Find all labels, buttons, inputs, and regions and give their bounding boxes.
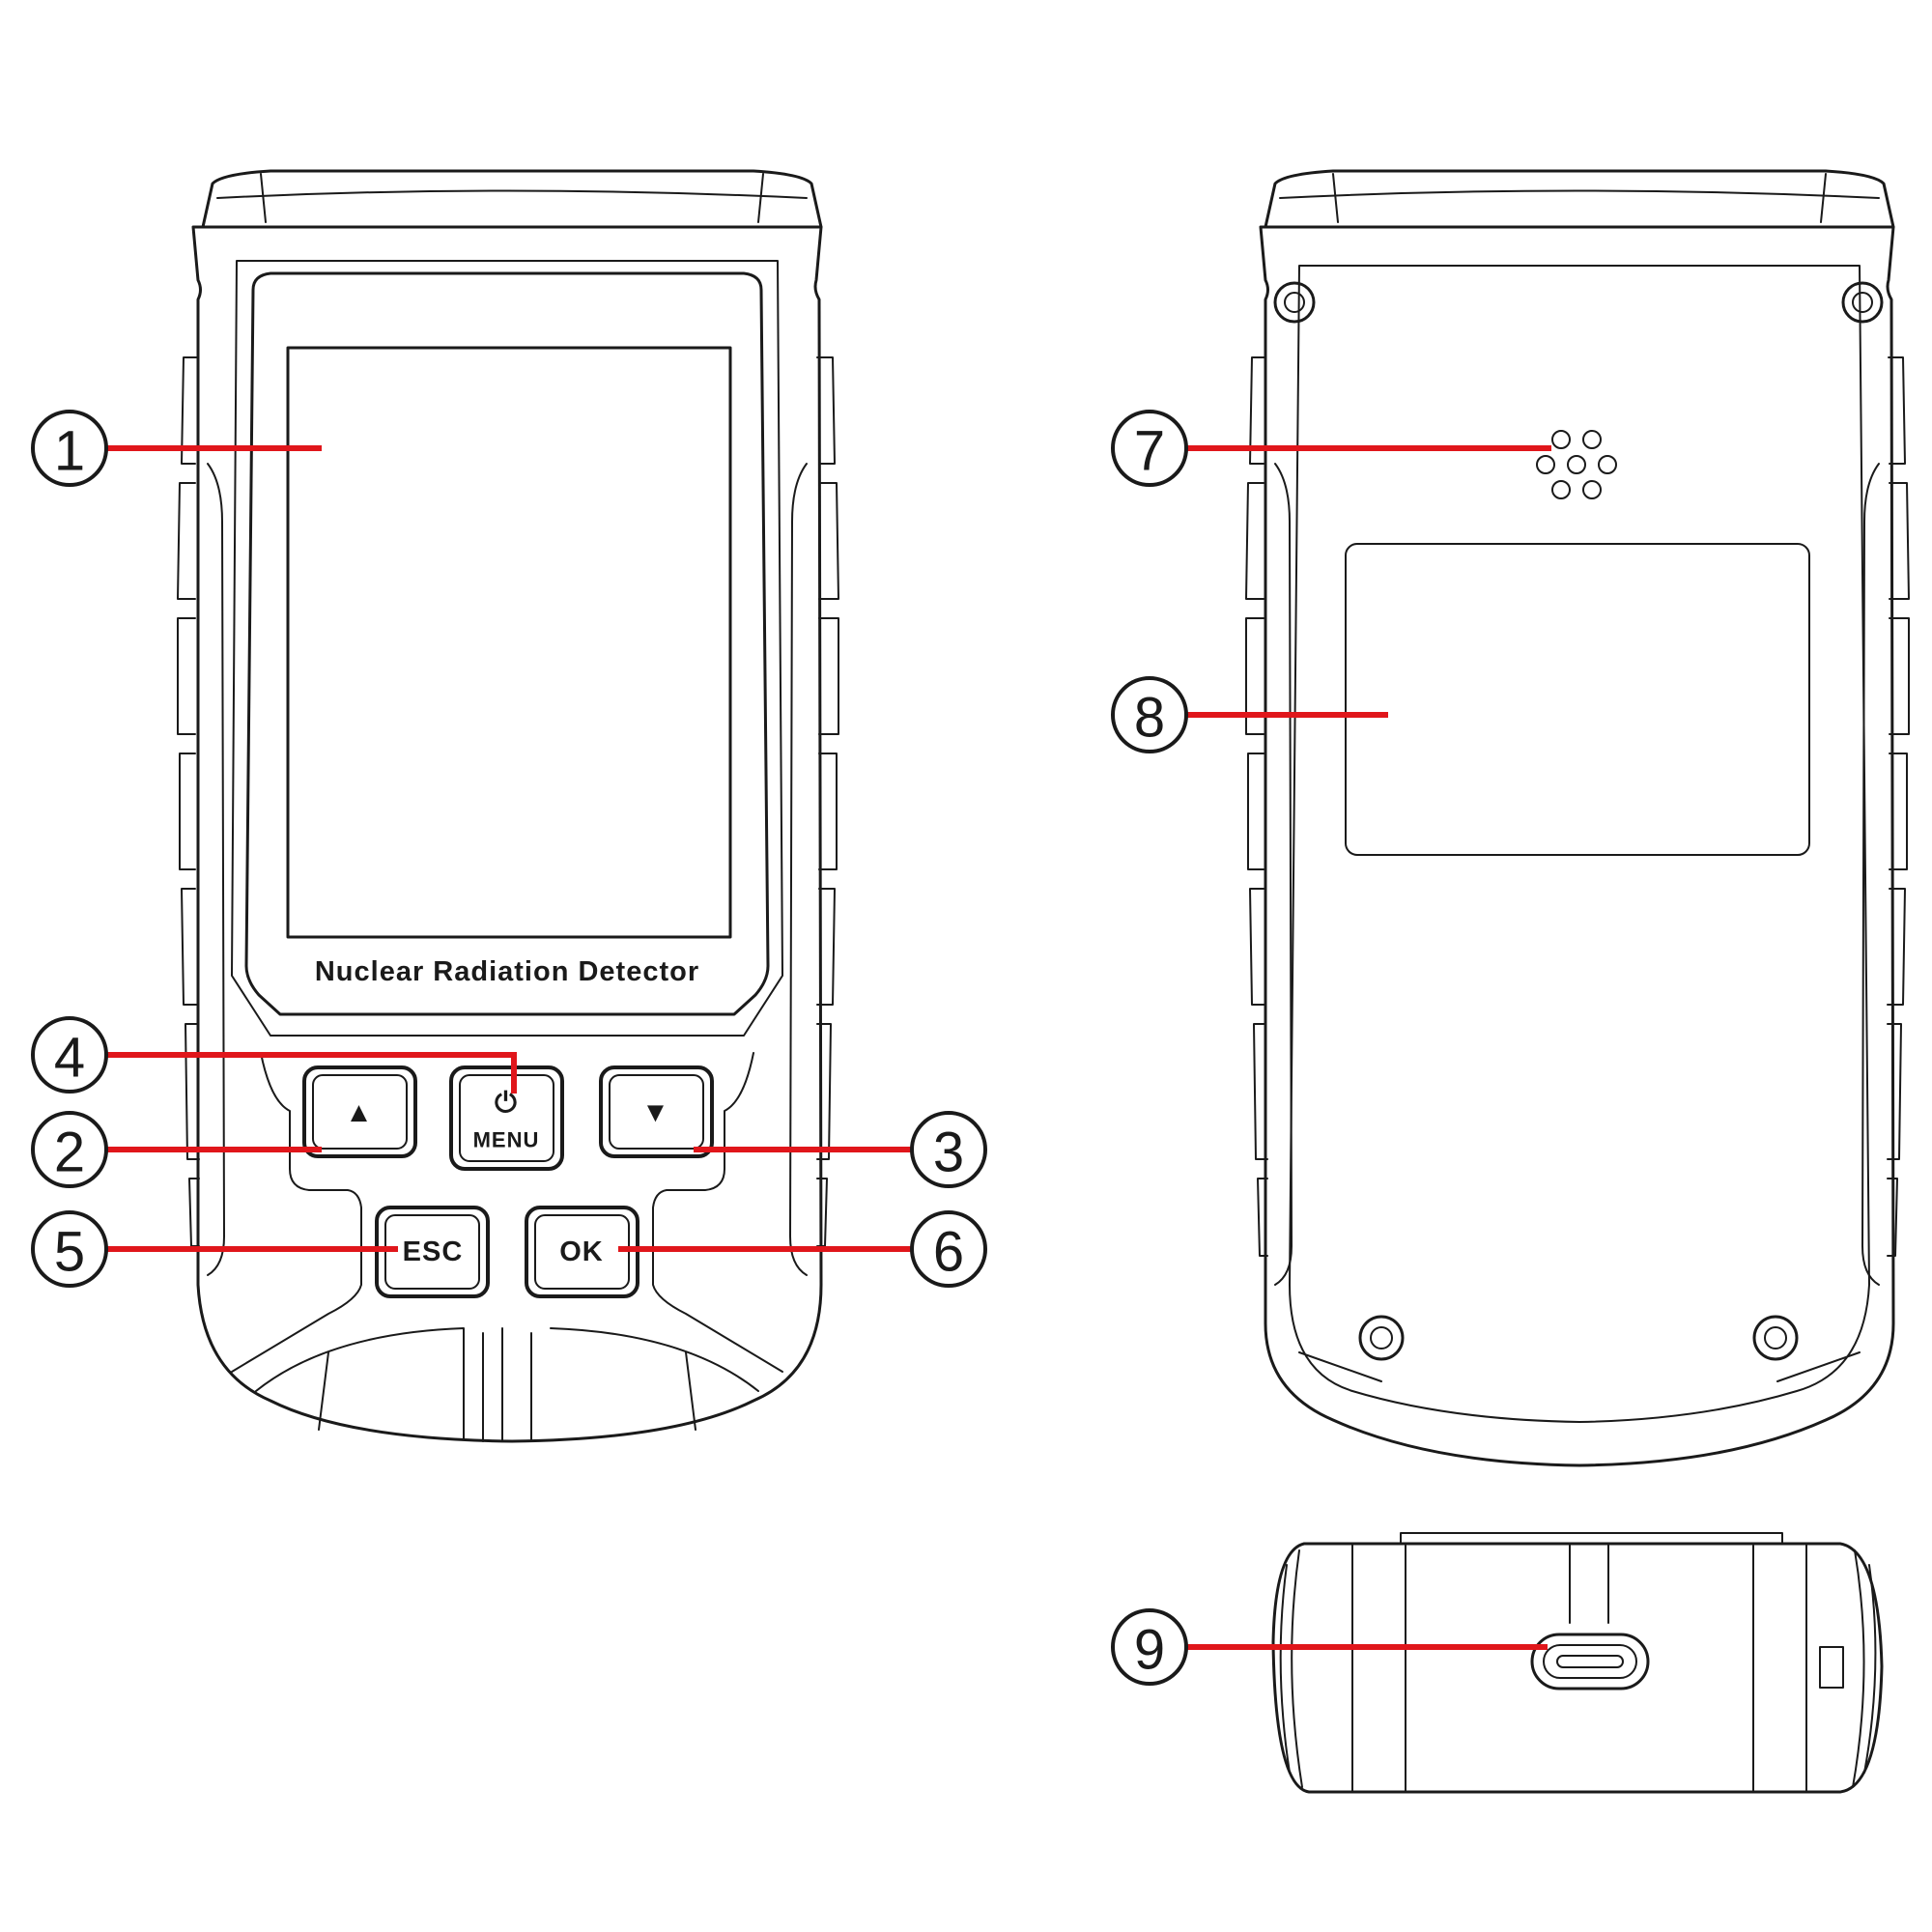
display-screen [286, 346, 732, 939]
down-arrow-icon: ▼ [641, 1097, 670, 1128]
callout-2: 2 [31, 1111, 108, 1188]
callout-1: 1 [31, 410, 108, 487]
leader-lines [101, 445, 1551, 1650]
power-menu-button[interactable]: ⏻ MENU [449, 1065, 564, 1171]
up-button[interactable]: ▲ [302, 1065, 417, 1158]
device-title: Nuclear Radiation Detector [315, 956, 699, 987]
ok-label: OK [559, 1236, 604, 1267]
screw-bottom-left [1358, 1315, 1405, 1361]
svg-text:9: 9 [1134, 1619, 1165, 1682]
screw-top-right [1841, 281, 1884, 324]
callout-4: 4 [31, 1016, 108, 1094]
callout-7: 7 [1111, 410, 1188, 487]
svg-text:2: 2 [54, 1122, 85, 1184]
callout-3: 3 [910, 1111, 987, 1188]
down-button[interactable]: ▼ [599, 1065, 714, 1158]
esc-label: ESC [403, 1236, 464, 1267]
rear-label-area [1345, 543, 1810, 856]
bottom-view [1271, 1532, 1884, 1794]
ok-button[interactable]: OK [525, 1206, 639, 1298]
svg-text:3: 3 [933, 1122, 964, 1184]
usb-c-port [1530, 1633, 1650, 1690]
back-view [1245, 169, 1910, 1467]
front-view: Nuclear Radiation Detector ▲ ⏻ MENU ▼ [177, 169, 839, 1443]
up-arrow-icon: ▲ [345, 1097, 374, 1128]
power-icon: ⏻ [495, 1088, 518, 1119]
screw-top-left [1273, 281, 1316, 324]
menu-label: MENU [473, 1128, 540, 1152]
screw-bottom-right [1752, 1315, 1799, 1361]
svg-text:5: 5 [54, 1221, 85, 1284]
callout-6: 6 [910, 1210, 987, 1288]
speaker-grille [1536, 430, 1617, 499]
callout-5: 5 [31, 1210, 108, 1288]
leader-line-4 [101, 1052, 517, 1094]
svg-text:7: 7 [1134, 420, 1165, 483]
svg-text:1: 1 [54, 420, 85, 483]
svg-text:4: 4 [54, 1027, 85, 1090]
svg-text:6: 6 [933, 1221, 964, 1284]
svg-text:8: 8 [1134, 687, 1165, 750]
callout-9: 9 [1111, 1608, 1188, 1686]
callouts: 1 2 3 4 5 6 7 8 9 [31, 410, 1188, 1686]
callout-8: 8 [1111, 676, 1188, 753]
